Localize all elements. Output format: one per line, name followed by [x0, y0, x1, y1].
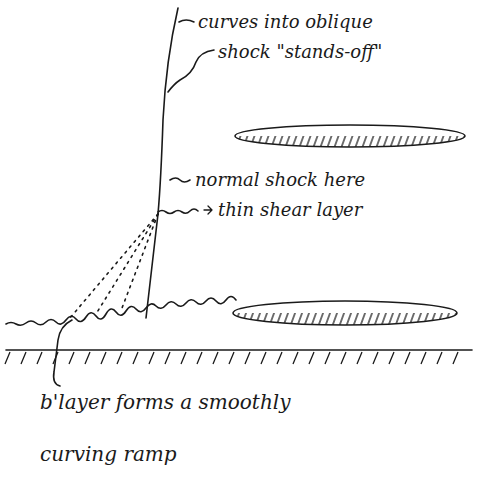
- fan-line: [96, 214, 158, 314]
- wall-hatch: [5, 352, 458, 364]
- shock-line: [158, 8, 178, 214]
- leader-line: [170, 178, 190, 182]
- leader-line: [168, 50, 214, 92]
- upper-cowl: [235, 125, 467, 148]
- boundary-layer: [6, 297, 236, 326]
- note-label: shock "stands-off": [218, 38, 382, 65]
- fan-line: [122, 214, 158, 308]
- wall-line: [6, 349, 472, 351]
- note-label: curves into oblique: [198, 8, 373, 35]
- leader-line: [54, 320, 72, 386]
- note-label: normal shock here: [195, 166, 365, 193]
- leader-line: [179, 20, 194, 22]
- arrow-mark: [204, 206, 212, 214]
- fan-line: [70, 214, 158, 318]
- shear-layer: [158, 209, 198, 214]
- note-label: thin shear layer: [218, 196, 362, 223]
- lower-cowl: [233, 301, 459, 326]
- note-label: b'layer forms a smoothly curving ramp: [40, 376, 330, 480]
